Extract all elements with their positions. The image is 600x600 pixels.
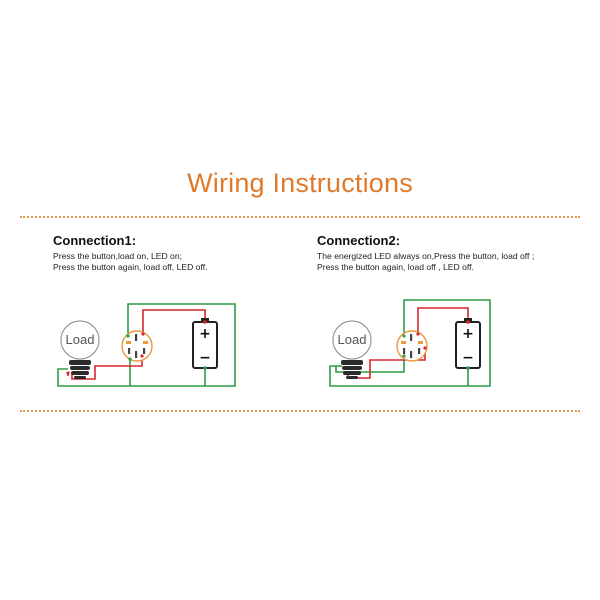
connection1-diagram: Load + − <box>57 303 236 387</box>
connection2-line2: Press the button again, load off , LED o… <box>317 262 474 272</box>
top-divider <box>20 216 580 218</box>
bulb-icon <box>332 320 372 379</box>
connection2-line1: The energized LED always on,Press the bu… <box>317 251 535 261</box>
connection1-heading: Connection1: <box>53 233 137 248</box>
connection2-panel: Connection2: The energized LED always on… <box>317 233 597 273</box>
switch-icon <box>396 330 428 362</box>
load-label: Load <box>338 332 367 347</box>
switch-icon <box>121 330 153 362</box>
battery-minus: − <box>462 350 474 366</box>
green-wire <box>57 303 236 387</box>
load-label: Load <box>66 332 95 347</box>
battery-plus: + <box>462 326 474 342</box>
connection2-diagram: Load + − <box>329 299 491 387</box>
battery-minus: − <box>199 350 211 366</box>
battery-plus: + <box>199 326 211 342</box>
connection1-line1: Press the button,load on, LED on; <box>53 251 182 261</box>
connection1-line2: Press the button again, load off, LED of… <box>53 262 208 272</box>
bottom-divider <box>20 410 580 412</box>
battery-icon <box>192 318 218 370</box>
connection2-heading: Connection2: <box>317 233 401 248</box>
connection1-panel: Connection1: Press the button,load on, L… <box>53 233 333 273</box>
page-title: Wiring Instructions <box>187 168 413 198</box>
battery-icon <box>455 318 481 370</box>
bulb-icon <box>60 320 100 379</box>
